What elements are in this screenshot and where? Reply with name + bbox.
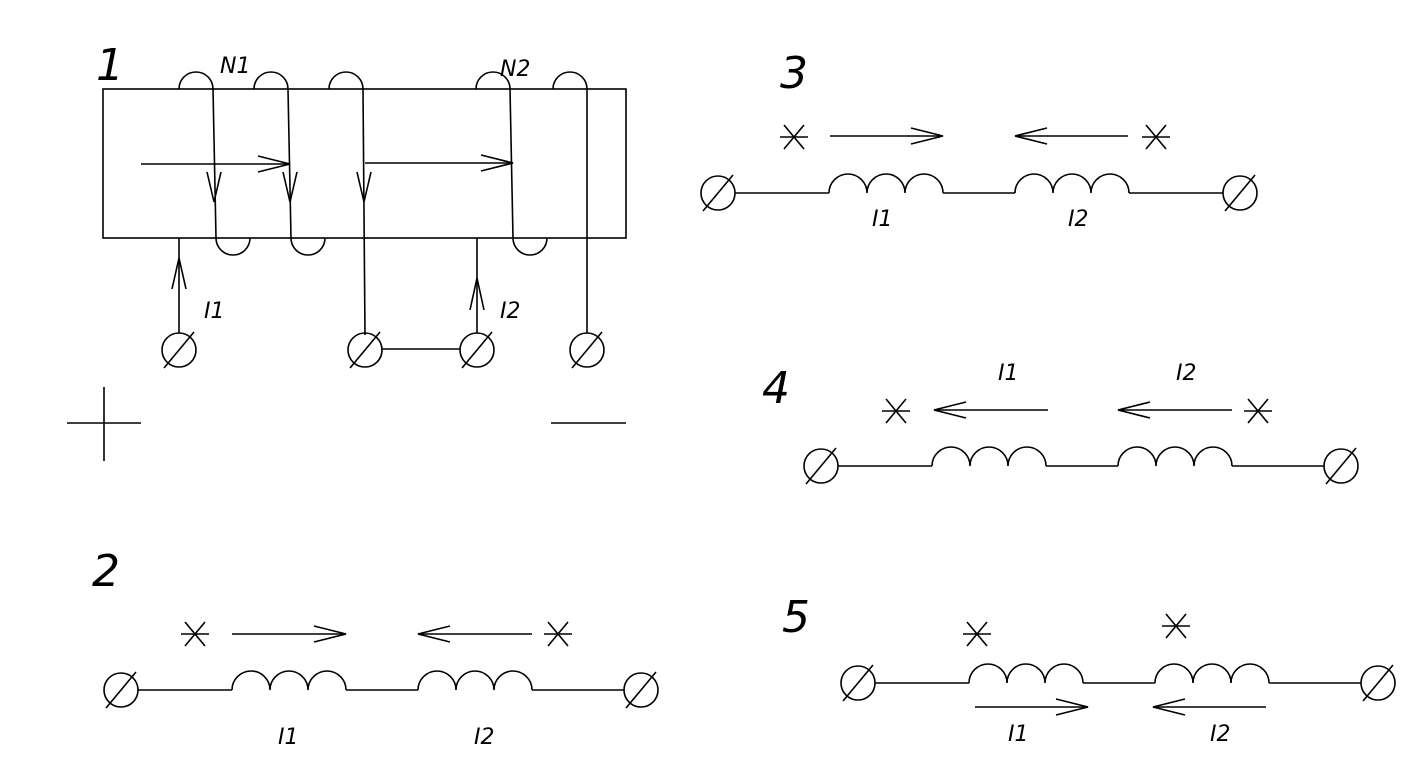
terminal-icon xyxy=(803,447,839,485)
terminal-icon xyxy=(1222,174,1258,212)
left-arrow-icon xyxy=(417,625,532,643)
asterisk-icon xyxy=(881,398,911,424)
asterisk-icon xyxy=(1141,124,1171,150)
current-label-i2: I2 xyxy=(1176,361,1197,386)
down-arrow-icon xyxy=(206,171,372,203)
asterisk-icon xyxy=(1243,398,1273,424)
terminal-icon xyxy=(347,331,383,369)
figure-number: 3 xyxy=(780,48,808,99)
current-label-i1: I1 xyxy=(1008,722,1029,747)
right-arrow-icon xyxy=(975,698,1089,716)
asterisk-icon xyxy=(779,124,809,150)
right-arrow-icon xyxy=(830,127,944,145)
figure-5: 5 I1 I2 xyxy=(782,592,1396,747)
asterisk-icon xyxy=(962,621,992,647)
current-label-i1: I1 xyxy=(204,299,225,324)
plus-sign-icon xyxy=(67,387,141,461)
current-label-i2: I2 xyxy=(500,299,521,324)
terminal-icon xyxy=(840,664,876,702)
coil-label-i1: I1 xyxy=(872,207,893,232)
coil-icon xyxy=(417,670,533,691)
left-arrow-icon xyxy=(1117,401,1232,419)
flux-arrow-icon xyxy=(141,154,514,173)
left-arrow-icon xyxy=(1014,127,1128,145)
coil-icon xyxy=(1154,663,1270,684)
asterisk-icon xyxy=(1161,613,1191,639)
terminal-icon xyxy=(459,331,495,369)
right-arrow-icon xyxy=(232,625,347,643)
coil-icon xyxy=(1014,173,1130,194)
figure-number: 1 xyxy=(96,40,124,91)
current-label-i1: I1 xyxy=(998,361,1019,386)
asterisk-icon xyxy=(543,621,573,647)
terminal-icon xyxy=(103,671,139,709)
coil-label-i2: I2 xyxy=(474,725,495,750)
terminal-icon xyxy=(1323,447,1359,485)
figure-4: 4 I1 I2 xyxy=(762,361,1359,485)
figure-3: 3 I1 I2 xyxy=(700,48,1258,232)
coil-icon xyxy=(931,446,1047,467)
terminal-icon xyxy=(623,671,659,709)
coil-icon xyxy=(178,71,588,336)
coil-label-n1: N1 xyxy=(220,54,250,79)
terminal-icon xyxy=(569,331,605,369)
left-arrow-icon xyxy=(933,401,1048,419)
figure-1: 1 xyxy=(67,40,627,461)
coil-icon xyxy=(1117,446,1233,467)
coil-icon xyxy=(231,670,347,691)
terminal-icon xyxy=(700,174,736,212)
left-arrow-icon xyxy=(1152,698,1266,716)
coil-label-i2: I2 xyxy=(1068,207,1089,232)
terminal-icon xyxy=(1360,664,1396,702)
coil-label-n2: N2 xyxy=(500,57,530,82)
figure-number: 4 xyxy=(762,363,790,414)
asterisk-icon xyxy=(180,621,210,647)
figure-number: 2 xyxy=(92,546,120,597)
figure-number: 5 xyxy=(782,592,810,643)
terminal-icon xyxy=(161,331,197,369)
current-label-i2: I2 xyxy=(1210,722,1231,747)
up-arrow-icon xyxy=(171,257,485,311)
figure-2: 2 I1 I2 xyxy=(92,546,659,750)
coil-label-i1: I1 xyxy=(278,725,299,750)
coil-icon xyxy=(828,173,944,194)
coil-icon xyxy=(968,663,1084,684)
